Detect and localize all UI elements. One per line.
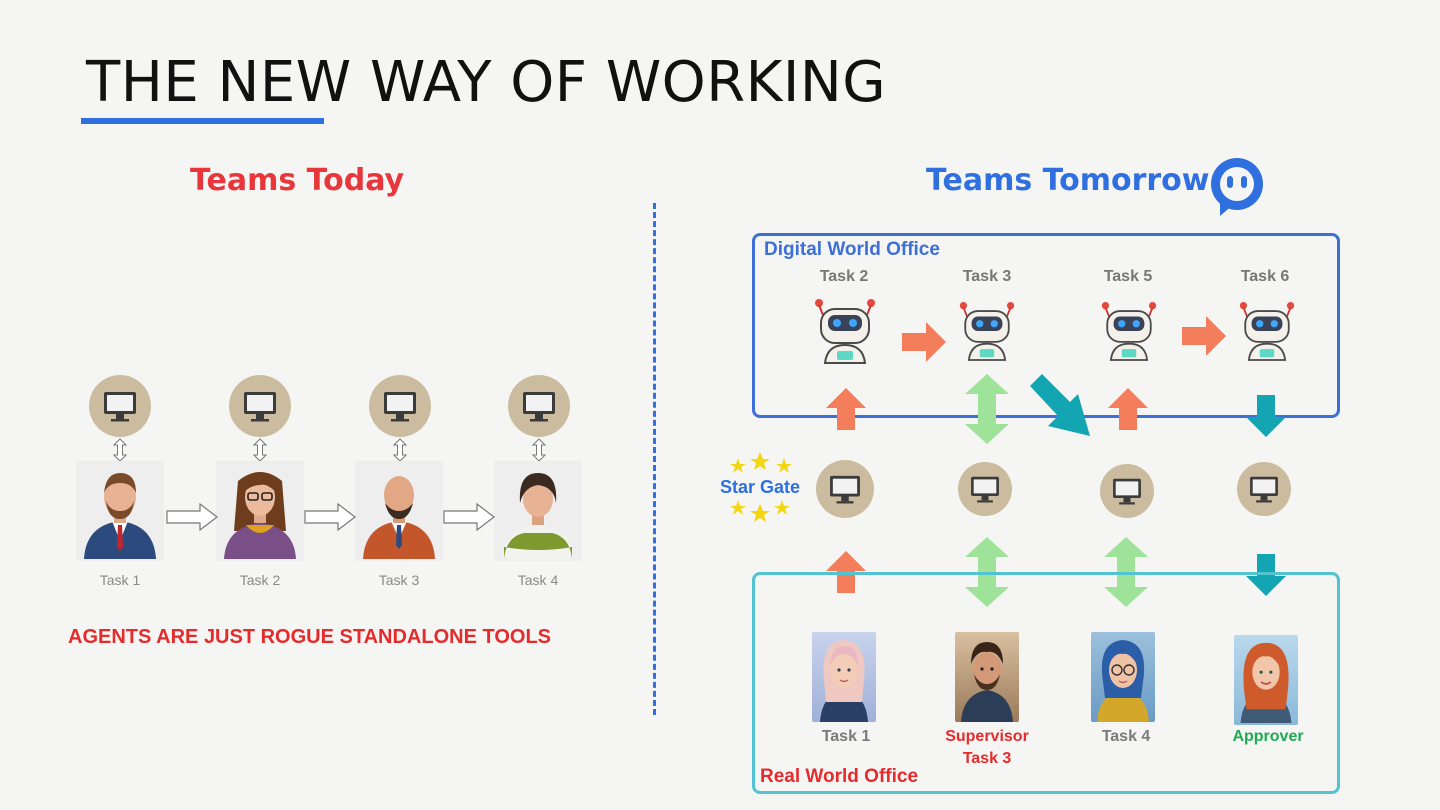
- robot-icon: [1100, 300, 1158, 366]
- computer-icon: [508, 375, 570, 437]
- robot-task-label: Task 5: [1103, 268, 1153, 285]
- person-avatar-woman-glasses: [216, 461, 304, 561]
- robot-task-label: Task 3: [962, 268, 1012, 285]
- person-avatar-bald-man: [355, 461, 443, 561]
- task-label: Task 2: [239, 572, 281, 588]
- person-avatar-woman-short-hair: [494, 461, 582, 561]
- chat-bubble-logo-icon: [1206, 156, 1270, 222]
- computer-icon: [229, 375, 291, 437]
- computer-icon: [369, 375, 431, 437]
- robot-icon: [813, 297, 877, 369]
- warning-text: AGENTS ARE JUST ROGUE STANDALONE TOOLS: [68, 626, 551, 648]
- computer-icon: [1100, 464, 1154, 518]
- task-label: Task 3: [378, 572, 420, 588]
- digital-office-title: Digital World Office: [764, 239, 940, 260]
- supervisor-task-label: Task 3: [962, 750, 1012, 767]
- computer-icon: [816, 460, 874, 518]
- teal-diagonal-arrow-icon: [1030, 374, 1092, 442]
- orange-right-arrow-icon: [1182, 316, 1226, 360]
- person-label: Task 1: [821, 728, 871, 745]
- robot-task-label: Task 2: [819, 268, 869, 285]
- computer-icon: [89, 375, 151, 437]
- real-world-office-box: [752, 572, 1340, 794]
- approver-label: Approver: [1232, 728, 1304, 745]
- person-portrait-blonde-woman: [812, 632, 876, 722]
- computer-icon: [1237, 462, 1291, 516]
- orange-right-arrow-icon: [902, 322, 946, 366]
- hollow-right-arrow-icon: [304, 502, 356, 535]
- robot-task-label: Task 6: [1240, 268, 1290, 285]
- person-portrait-woman-glasses: [1091, 632, 1155, 722]
- section-divider: [653, 203, 656, 715]
- supervisor-label: Supervisor: [945, 728, 1029, 745]
- orange-up-arrow-icon: [826, 388, 866, 434]
- digital-world-office-box: [752, 233, 1340, 418]
- person-portrait-bearded-man: [955, 632, 1019, 722]
- page-title: THE NEW WAY OF WORKING: [86, 50, 887, 115]
- robot-icon: [958, 300, 1016, 366]
- robot-icon: [1238, 300, 1296, 366]
- teal-down-arrow-icon: [1246, 395, 1286, 441]
- title-underline: [81, 118, 324, 124]
- star-gate-label: Star Gate: [720, 477, 801, 497]
- task-label: Task 1: [99, 572, 141, 588]
- computer-icon: [958, 462, 1012, 516]
- star-gate-stars-icon: [722, 452, 802, 530]
- hollow-right-arrow-icon: [443, 502, 495, 535]
- task-label: Task 4: [517, 572, 559, 588]
- person-avatar-man-beard: [76, 461, 164, 561]
- teams-today-heading: Teams Today: [190, 163, 405, 198]
- person-label: Task 4: [1101, 728, 1151, 745]
- real-office-title: Real World Office: [760, 766, 919, 787]
- green-double-arrow-icon: [965, 374, 1009, 448]
- hollow-right-arrow-icon: [166, 502, 218, 535]
- orange-up-arrow-icon: [1108, 388, 1148, 434]
- teams-tomorrow-heading: Teams Tomorrow: [926, 163, 1210, 198]
- person-portrait-redhead-woman: [1234, 635, 1298, 725]
- teal-down-arrow-icon: [1246, 554, 1286, 600]
